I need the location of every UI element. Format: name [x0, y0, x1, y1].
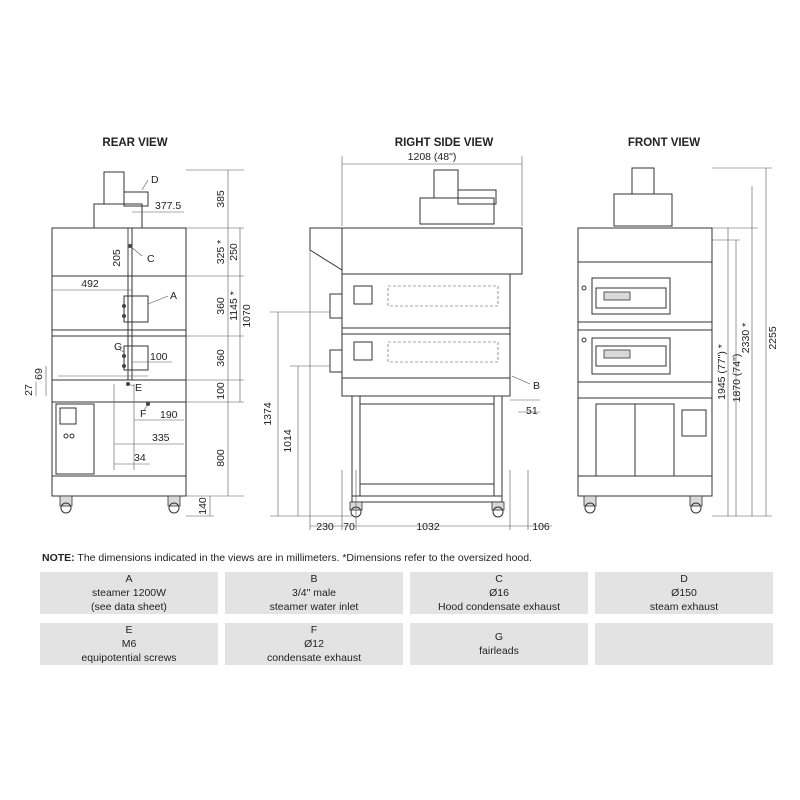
- callout-d: D: [151, 174, 159, 186]
- legend-letter: E: [125, 624, 133, 636]
- dim-100b: 100: [150, 351, 168, 363]
- side-hood-box: [419, 197, 495, 225]
- note-text: The dimensions indicated in the views ar…: [74, 552, 533, 564]
- dimensions-note: NOTE: The dimensions indicated in the vi…: [42, 552, 532, 564]
- dim-1374: 1374: [262, 402, 274, 426]
- dim-1208: 1208 (48"): [408, 151, 457, 163]
- dim-27: 27: [23, 384, 35, 396]
- legend-line2: Hood condensate exhaust: [437, 601, 560, 613]
- legend-line1: 3/4" male: [292, 587, 336, 599]
- side-top: [341, 227, 523, 275]
- legend-line2: condensate exhaust: [267, 652, 361, 664]
- legend-line2: equipotential screws: [81, 652, 177, 664]
- dim-1870: 1870 (74"): [731, 354, 743, 403]
- rear-wheel-right: [168, 502, 180, 514]
- side-deck-2: [341, 333, 511, 379]
- rear-hood-box: [93, 203, 143, 229]
- side-stand: [359, 403, 495, 485]
- callout-c: C: [147, 253, 155, 265]
- dim-1945: 1945 (77") *: [716, 344, 728, 400]
- dim-190: 190: [160, 409, 178, 421]
- legend-cell: B 3/4" male steamer water inlet: [225, 572, 403, 614]
- dim-230: 230: [316, 521, 334, 533]
- rear-chimney: [103, 171, 125, 205]
- dim-70: 70: [343, 521, 355, 533]
- dim-360a: 360: [215, 297, 227, 315]
- legend-line2: steamer water inlet: [269, 601, 359, 613]
- side-view-title: RIGHT SIDE VIEW: [395, 137, 494, 149]
- dim-377-5: 377.5: [155, 200, 181, 212]
- legend-cell: F Ø12 condensate exhaust: [225, 623, 403, 665]
- legend-line1: steamer 1200W: [91, 587, 167, 599]
- callout-f: F: [140, 408, 146, 420]
- legend-line1: Ø12: [304, 638, 324, 650]
- front-control-box: [681, 409, 707, 437]
- dim-69: 69: [33, 368, 45, 380]
- legend-letter: D: [680, 573, 688, 585]
- legend-letter: F: [310, 624, 318, 636]
- front-view-title: FRONT VIEW: [628, 137, 700, 149]
- side-view-drawing: [270, 156, 552, 530]
- dim-51: 51: [526, 405, 538, 417]
- rear-deck-1: [51, 275, 187, 331]
- legend-grid: A steamer 1200W (see data sheet) B 3/4" …: [40, 572, 776, 665]
- dim-1145: 1145 *: [228, 291, 240, 321]
- dim-335: 335: [152, 432, 170, 444]
- front-oven-door-1: [595, 287, 667, 309]
- front-hood-box: [613, 193, 673, 227]
- dim-385: 385: [215, 190, 227, 208]
- dim-2330: 2330 *: [740, 323, 752, 353]
- legend-letter: G: [494, 631, 504, 643]
- front-deck-1: [577, 261, 713, 323]
- dim-1014: 1014: [282, 429, 294, 453]
- dim-800: 800: [215, 449, 227, 467]
- legend-cell: A steamer 1200W (see data sheet): [40, 572, 218, 614]
- dim-205: 205: [111, 249, 123, 267]
- dim-2255: 2255: [767, 326, 779, 350]
- legend-cell-empty: [595, 623, 773, 665]
- front-top: [577, 227, 713, 263]
- dim-250: 250: [228, 243, 240, 261]
- legend-line1: M6: [121, 638, 137, 650]
- callout-a: A: [170, 290, 177, 302]
- callout-e: E: [135, 382, 142, 394]
- front-oven-door-2: [595, 345, 667, 367]
- legend-letter: B: [310, 573, 318, 585]
- dim-492: 492: [81, 278, 99, 290]
- note-label: NOTE:: [42, 552, 75, 564]
- rear-control-box: [59, 407, 77, 425]
- front-view-drawing: [577, 167, 772, 517]
- legend-cell: C Ø16 Hood condensate exhaust: [410, 572, 588, 614]
- legend-line2: (see data sheet): [91, 601, 167, 613]
- dim-34: 34: [134, 452, 146, 464]
- dim-100: 100: [215, 382, 227, 400]
- legend-cell: E M6 equipotential screws: [40, 623, 218, 665]
- legend-line2: fairleads: [479, 645, 519, 657]
- callout-b: B: [533, 380, 540, 392]
- dim-1070: 1070: [241, 304, 253, 328]
- rear-view-drawing: [51, 169, 244, 517]
- legend-cell: G fairleads: [410, 623, 588, 665]
- side-deck-1: [341, 273, 511, 329]
- legend-letter: A: [125, 573, 133, 585]
- rear-inner-dims: [35, 211, 184, 470]
- legend-line1: Ø150: [671, 587, 697, 599]
- rear-wheel-left: [60, 502, 72, 514]
- legend-line2: steam exhaust: [649, 601, 719, 613]
- callout-g: G: [114, 341, 122, 353]
- legend-line1: Ø16: [489, 587, 509, 599]
- rear-view-title: REAR VIEW: [102, 137, 167, 149]
- dim-325: 325 *: [215, 240, 227, 265]
- dim-1032: 1032: [416, 521, 440, 533]
- dim-106: 106: [532, 521, 550, 533]
- legend-cell: D Ø150 steam exhaust: [595, 572, 773, 614]
- dim-360b: 360: [215, 349, 227, 367]
- dim-140: 140: [197, 497, 209, 515]
- legend-letter: C: [495, 573, 503, 585]
